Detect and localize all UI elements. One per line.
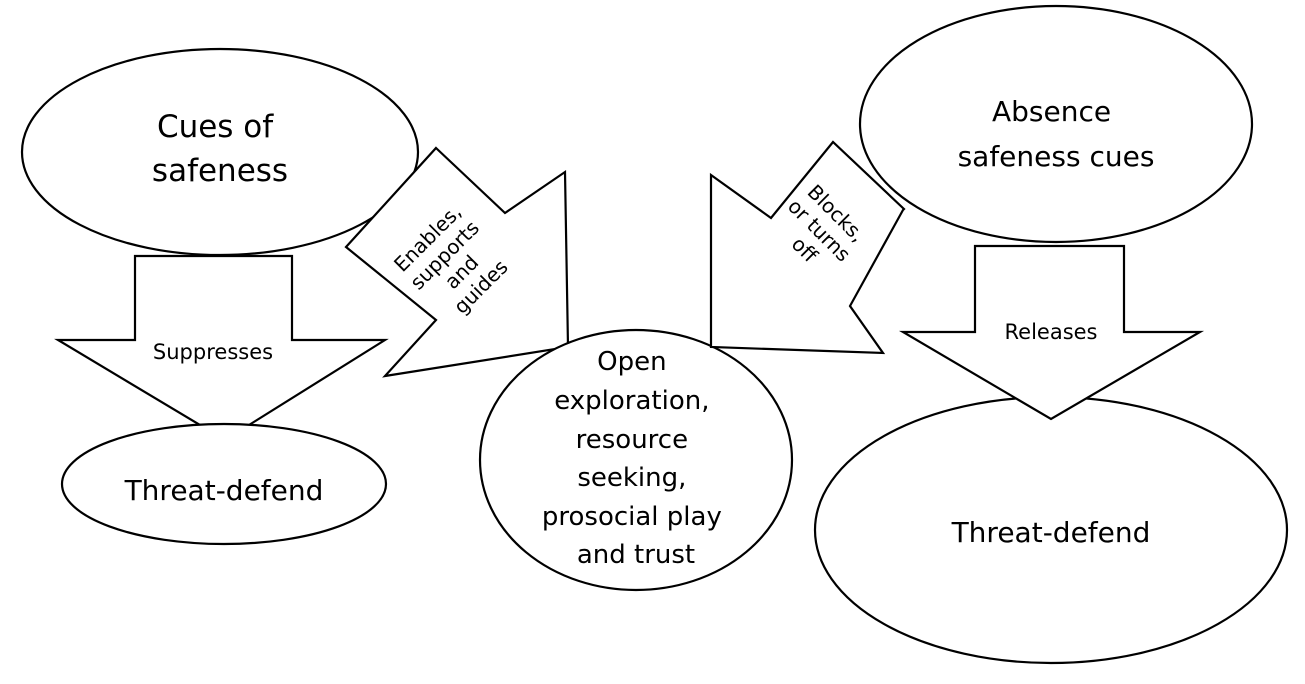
- open-exploration-ellipse: [478, 328, 794, 592]
- threat-defend-left-node: Threat-defend: [60, 422, 388, 546]
- threat-defend-right-label: Threat-defend: [951, 516, 1151, 549]
- suppresses-label-line: Suppresses: [153, 340, 273, 364]
- releases-arrow-shape: [898, 244, 1205, 421]
- absence-safeness-cues-node: Absence safeness cues: [858, 4, 1254, 244]
- blocks-label: Blocks, or turns off: [766, 177, 877, 288]
- threat-defend-left-line: Threat-defend: [124, 474, 324, 507]
- open-exploration-line: and trust: [577, 540, 695, 570]
- cues-of-safeness-node: Cues of safeness: [20, 47, 420, 257]
- blocks-arrow-shape: [709, 140, 906, 355]
- releases-label: Releases: [1005, 320, 1098, 344]
- threat-defend-left-label: Threat-defend: [124, 474, 324, 507]
- enables-arrow: Enables, supports and guides: [344, 146, 570, 378]
- open-exploration-node: Open exploration, resource seeking, pros…: [478, 328, 794, 592]
- suppresses-arrow-shape: [54, 254, 389, 442]
- releases-arrow: Releases: [898, 244, 1205, 421]
- absence-safeness-cues-ellipse: [858, 4, 1254, 244]
- cues-of-safeness-label: Cues of safeness: [152, 109, 288, 189]
- open-exploration-line: prosocial play: [542, 502, 722, 532]
- absence-safeness-cues-line: safeness cues: [958, 140, 1155, 173]
- open-exploration-line: Open: [597, 347, 666, 377]
- absence-safeness-cues-label: Absence safeness cues: [958, 95, 1155, 173]
- open-exploration-line: resource: [576, 425, 688, 455]
- threat-defend-right-node: Threat-defend: [813, 395, 1289, 665]
- open-exploration-label: Open exploration, resource seeking, pros…: [542, 347, 730, 570]
- absence-safeness-cues-line: Absence: [992, 95, 1111, 128]
- threat-defend-left-ellipse: [60, 422, 388, 546]
- releases-label-line: Releases: [1005, 320, 1098, 344]
- suppresses-label: Suppresses: [153, 340, 273, 364]
- cues-of-safeness-line: safeness: [152, 153, 288, 189]
- open-exploration-line: seeking,: [577, 463, 686, 493]
- enables-arrow-shape: [344, 146, 570, 378]
- threat-defend-right-line: Threat-defend: [951, 516, 1151, 549]
- blocks-arrow: Blocks, or turns off: [709, 140, 906, 355]
- cues-of-safeness-ellipse: [20, 47, 420, 257]
- open-exploration-line: exploration,: [554, 386, 709, 416]
- suppresses-arrow: Suppresses: [54, 254, 389, 442]
- cues-of-safeness-line: Cues of: [157, 109, 274, 145]
